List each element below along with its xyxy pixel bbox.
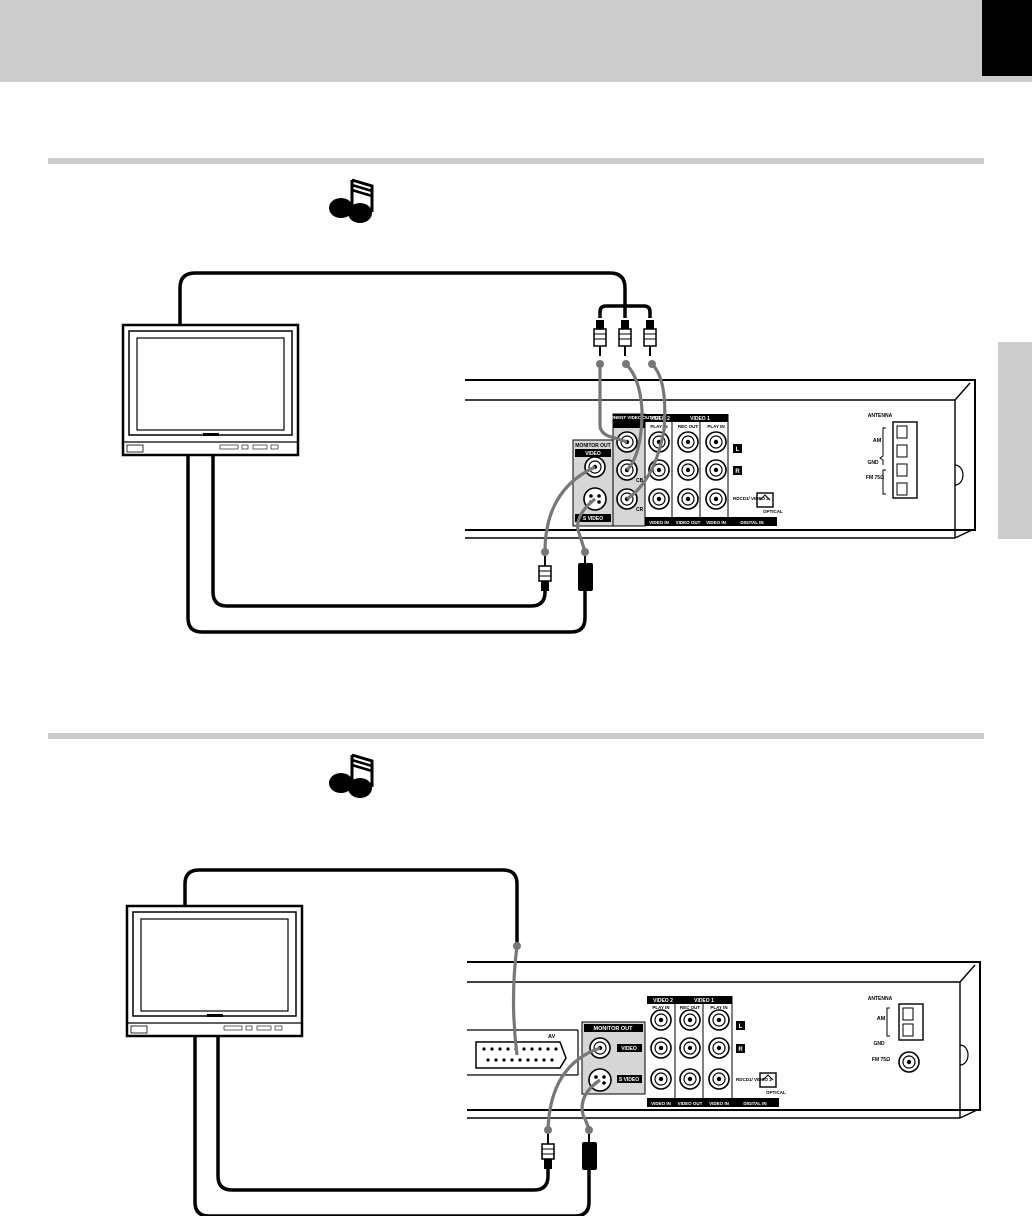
play-in-label-b: PLAY IN xyxy=(707,424,724,429)
tv-1 xyxy=(121,323,300,457)
digital-source-label: RDCD1/ VIDEO 2 xyxy=(736,1077,772,1082)
chapter-tab xyxy=(982,0,1032,76)
rec-out-label: REC OUT xyxy=(680,1005,701,1010)
s-video-label: S VIDEO xyxy=(619,1077,639,1083)
video-out-label: VIDEO OUT xyxy=(678,1101,703,1106)
video-plug-1 xyxy=(538,556,552,591)
video-out-label: VIDEO OUT xyxy=(676,520,701,525)
video-in-label-b: VIDEO IN xyxy=(706,520,726,525)
s-video-plug-1 xyxy=(578,556,593,591)
fm-label: FM 75Ω xyxy=(872,1057,890,1063)
music-notes-icon xyxy=(329,753,374,798)
music-notes-icon xyxy=(329,178,374,223)
video-in-label-b: VIDEO IN xyxy=(709,1101,729,1106)
black-cables-2 xyxy=(193,1036,591,1216)
am-label: AM xyxy=(873,438,882,444)
am-label: AM xyxy=(877,1016,886,1022)
digital-in-label: DIGITAL IN xyxy=(743,1101,766,1106)
s-video-label: S VIDEO xyxy=(583,516,603,522)
gray-cables-1 xyxy=(543,362,667,553)
section-rule-1 xyxy=(48,158,984,164)
receiver-rear-panel-1 xyxy=(465,379,976,539)
fm-label: FM 75Ω xyxy=(866,475,884,481)
cb-jack-label: CB xyxy=(636,478,644,484)
component-label: COMPONENT VIDEO OUTPUT xyxy=(597,415,662,420)
optical-label: OPTICAL xyxy=(763,509,783,514)
l-label: L xyxy=(736,447,740,453)
monitor-out-label: MONITOR OUT xyxy=(593,1026,633,1032)
video-plug-2 xyxy=(541,1134,555,1169)
monitor-out-label: MONITOR OUT xyxy=(575,443,610,449)
tv-2 xyxy=(125,904,304,1038)
side-index-tab xyxy=(998,342,1032,539)
video-label: VIDEO xyxy=(585,451,601,457)
r-label: R xyxy=(735,469,740,475)
receiver-rear-panel-2 xyxy=(467,961,981,1119)
video2-label: VIDEO 2 xyxy=(653,998,673,1004)
av-label: AV xyxy=(548,1034,556,1040)
digital-in-label: DIGITAL IN xyxy=(740,520,763,525)
video-label: VIDEO xyxy=(621,1046,637,1052)
video1-label: VIDEO 1 xyxy=(690,416,710,422)
digital-source-label: RDCD1/ VIDEO 2 xyxy=(733,496,769,501)
black-cables-1 xyxy=(186,455,587,634)
receiver-labels-2: AV MONITOR OUT VIDEO S VIDEO VIDEO 2 VID… xyxy=(548,996,893,1106)
rec-out-label: REC OUT xyxy=(678,424,699,429)
antenna-label: ANTENNA xyxy=(868,413,893,419)
play-in-label-b: PLAY IN xyxy=(710,1005,727,1010)
gnd-label: GND xyxy=(873,1041,885,1047)
optical-label: OPTICAL xyxy=(766,1090,786,1095)
header-band xyxy=(0,0,1032,82)
video-in-label-a: VIDEO IN xyxy=(651,1101,671,1106)
antenna-label: ANTENNA xyxy=(868,996,893,1002)
s-video-plug-2 xyxy=(582,1134,597,1170)
component-plugs xyxy=(593,319,657,357)
l-label: L xyxy=(739,1024,743,1030)
video2-label: VIDEO 2 xyxy=(650,416,670,422)
r-label: R xyxy=(738,1047,743,1053)
section-rule-2 xyxy=(48,733,984,739)
receiver-labels-1: COMPONENT VIDEO OUTPUT MONITOR OUT VIDEO… xyxy=(575,413,892,525)
video1-label: VIDEO 1 xyxy=(694,998,714,1004)
play-in-label-a: PLAY IN xyxy=(650,424,667,429)
video-in-label-a: VIDEO IN xyxy=(649,520,669,525)
play-in-label-a: PLAY IN xyxy=(652,1005,669,1010)
cr-jack-label: CR xyxy=(636,507,644,513)
gnd-label: GND xyxy=(867,460,879,466)
